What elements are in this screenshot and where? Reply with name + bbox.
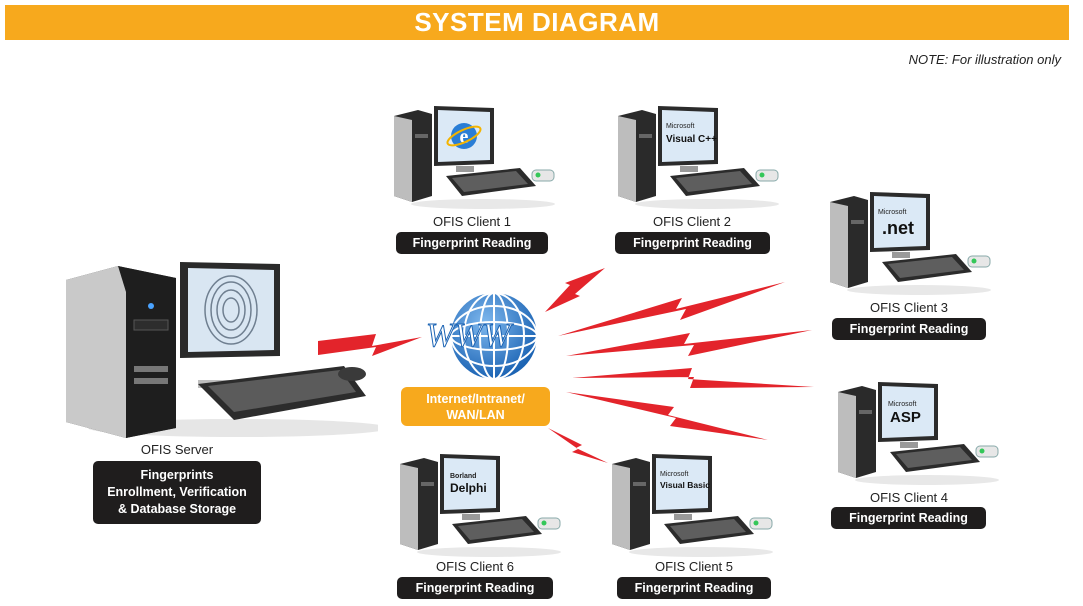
server-computer (66, 262, 378, 438)
asp-icon: Microsoft ASP (888, 401, 921, 426)
client-3-role-badge: Fingerprint Reading (832, 318, 986, 340)
client-4-name: OFIS Client 4 (869, 490, 949, 505)
illustration-note: NOTE: For illustration only (908, 52, 1061, 67)
svg-text:Visual Basic: Visual Basic (660, 480, 710, 490)
client-3-name: OFIS Client 3 (869, 300, 949, 315)
client-4-role-badge: Fingerprint Reading (831, 507, 986, 529)
fingerprint-icon (204, 275, 258, 345)
client-1-computer: e (394, 106, 555, 209)
client-2-role-badge: Fingerprint Reading (615, 232, 770, 254)
lightning-server (318, 334, 422, 356)
client-3-computer: Microsoft .net (830, 192, 991, 295)
lightning-client-4b (566, 392, 768, 440)
server-role-line-1: Fingerprints (140, 468, 214, 482)
network-label-line-1: Internet/Intranet/ (426, 391, 525, 406)
network-badge: Internet/Intranet/ WAN/LAN (401, 387, 550, 426)
svg-text:Microsoft: Microsoft (888, 401, 916, 408)
lightning-client-upper (545, 268, 605, 312)
lightning-client-lower (548, 428, 608, 463)
client-6-role-badge: Fingerprint Reading (397, 577, 553, 599)
svg-text:e: e (460, 126, 469, 148)
server-role-line-2: Enrollment, Verification (107, 485, 247, 499)
internet-explorer-icon: e (446, 123, 482, 149)
visual-cpp-icon: Microsoft Visual C++ (666, 123, 717, 145)
visual-basic-icon: Microsoft Visual Basic (660, 471, 710, 490)
client-2-computer: Microsoft Visual C++ (618, 106, 779, 209)
dotnet-icon: Microsoft .net (878, 209, 914, 238)
client-1-role-badge: Fingerprint Reading (396, 232, 548, 254)
delphi-icon: Borland Delphi (450, 473, 487, 495)
svg-text:Microsoft: Microsoft (660, 471, 688, 478)
server-role-line-3: & Database Storage (117, 502, 237, 516)
lightning-client-3a (558, 282, 785, 336)
svg-text:Borland: Borland (450, 473, 476, 480)
page-title: SYSTEM DIAGRAM (414, 7, 660, 37)
client-1-name: OFIS Client 1 (432, 214, 512, 229)
client-5-name: OFIS Client 5 (654, 559, 734, 574)
svg-text:ASP: ASP (890, 409, 921, 426)
svg-text:Visual C++: Visual C++ (666, 134, 717, 145)
lightning-client-3b (566, 330, 812, 356)
svg-text:Microsoft: Microsoft (666, 123, 694, 130)
server-role-badge: Fingerprints Enrollment, Verification & … (93, 461, 261, 524)
client-6-computer: Borland Delphi (400, 454, 561, 557)
svg-text:Delphi: Delphi (450, 481, 487, 495)
server-name: OFIS Server (140, 442, 214, 457)
globe-text: WWW (426, 317, 514, 354)
client-6-name: OFIS Client 6 (435, 559, 515, 574)
globe-icon: WWW (426, 292, 538, 380)
lightning-client-4a (572, 368, 814, 388)
client-2-name: OFIS Client 2 (652, 214, 732, 229)
network-label-line-2: WAN/LAN (446, 407, 505, 422)
svg-text:.net: .net (882, 218, 914, 238)
client-5-computer: Microsoft Visual Basic (612, 454, 773, 557)
title-bar: SYSTEM DIAGRAM (5, 5, 1069, 40)
client-5-role-badge: Fingerprint Reading (617, 577, 771, 599)
svg-text:Microsoft: Microsoft (878, 209, 906, 216)
client-4-computer: Microsoft ASP (838, 382, 999, 485)
